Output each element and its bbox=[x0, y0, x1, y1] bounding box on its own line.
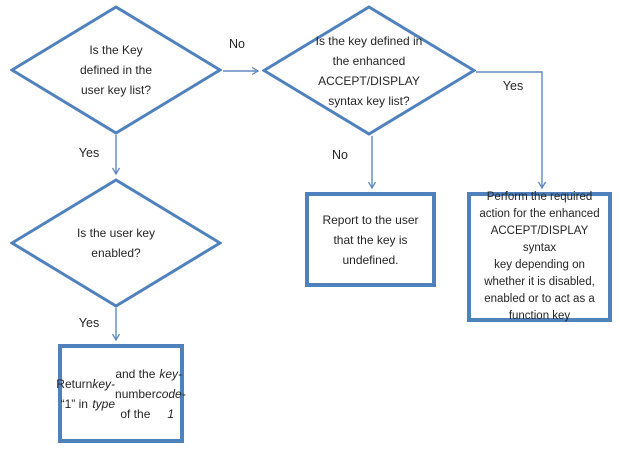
process-report-undefined: Report to the user that the key is undef… bbox=[305, 192, 436, 287]
decision-enhanced-key-text: Is the key defined in the enhanced ACCEP… bbox=[315, 33, 423, 108]
process-return-key-type-text: Return “1” in key- type and the number o… bbox=[56, 366, 186, 421]
decision-key-enabled: Is the user key enabled? bbox=[10, 178, 222, 308]
process-perform-action: Perform the required action for the enha… bbox=[467, 191, 612, 322]
edge-label-yes: Yes bbox=[502, 79, 524, 93]
process-perform-action-text: Perform the required action for the enha… bbox=[479, 191, 600, 322]
decision-key-enabled-text: Is the user key enabled? bbox=[76, 226, 156, 260]
edge-label-yes: Yes bbox=[78, 316, 100, 330]
diamond-shape bbox=[262, 5, 476, 136]
diamond-shape bbox=[10, 5, 222, 135]
decision-enhanced-key: Is the key defined in the enhanced ACCEP… bbox=[262, 5, 476, 136]
process-return-key-type: Return “1” in key- type and the number o… bbox=[56, 344, 186, 443]
edge-label-no: No bbox=[229, 37, 245, 51]
edge-label-no: No bbox=[332, 148, 348, 162]
edge-label-yes: Yes bbox=[78, 146, 100, 160]
decision-user-key-text: Is the Key defined in the user key list? bbox=[79, 43, 153, 97]
process-report-undefined-text: Report to the user that the key is undef… bbox=[322, 212, 419, 267]
decision-user-key: Is the Key defined in the user key list? bbox=[10, 5, 222, 135]
diamond-shape bbox=[10, 178, 222, 308]
connector-yes-to-perform bbox=[476, 71, 547, 190]
